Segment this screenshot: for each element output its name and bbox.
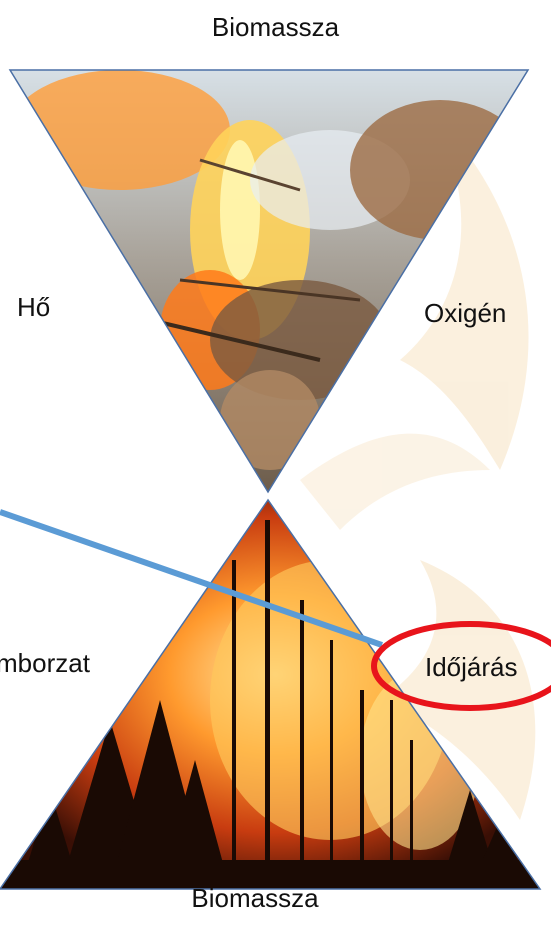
label-weather: Időjárás bbox=[425, 654, 518, 680]
label-top-biomass: Biomassza bbox=[0, 14, 551, 40]
label-bottom-biomass: Biomassza bbox=[0, 885, 510, 911]
label-heat: Hő bbox=[17, 294, 50, 320]
label-oxygen: Oxigén bbox=[424, 300, 506, 326]
label-vegetation-cut: mborzat bbox=[0, 650, 90, 676]
